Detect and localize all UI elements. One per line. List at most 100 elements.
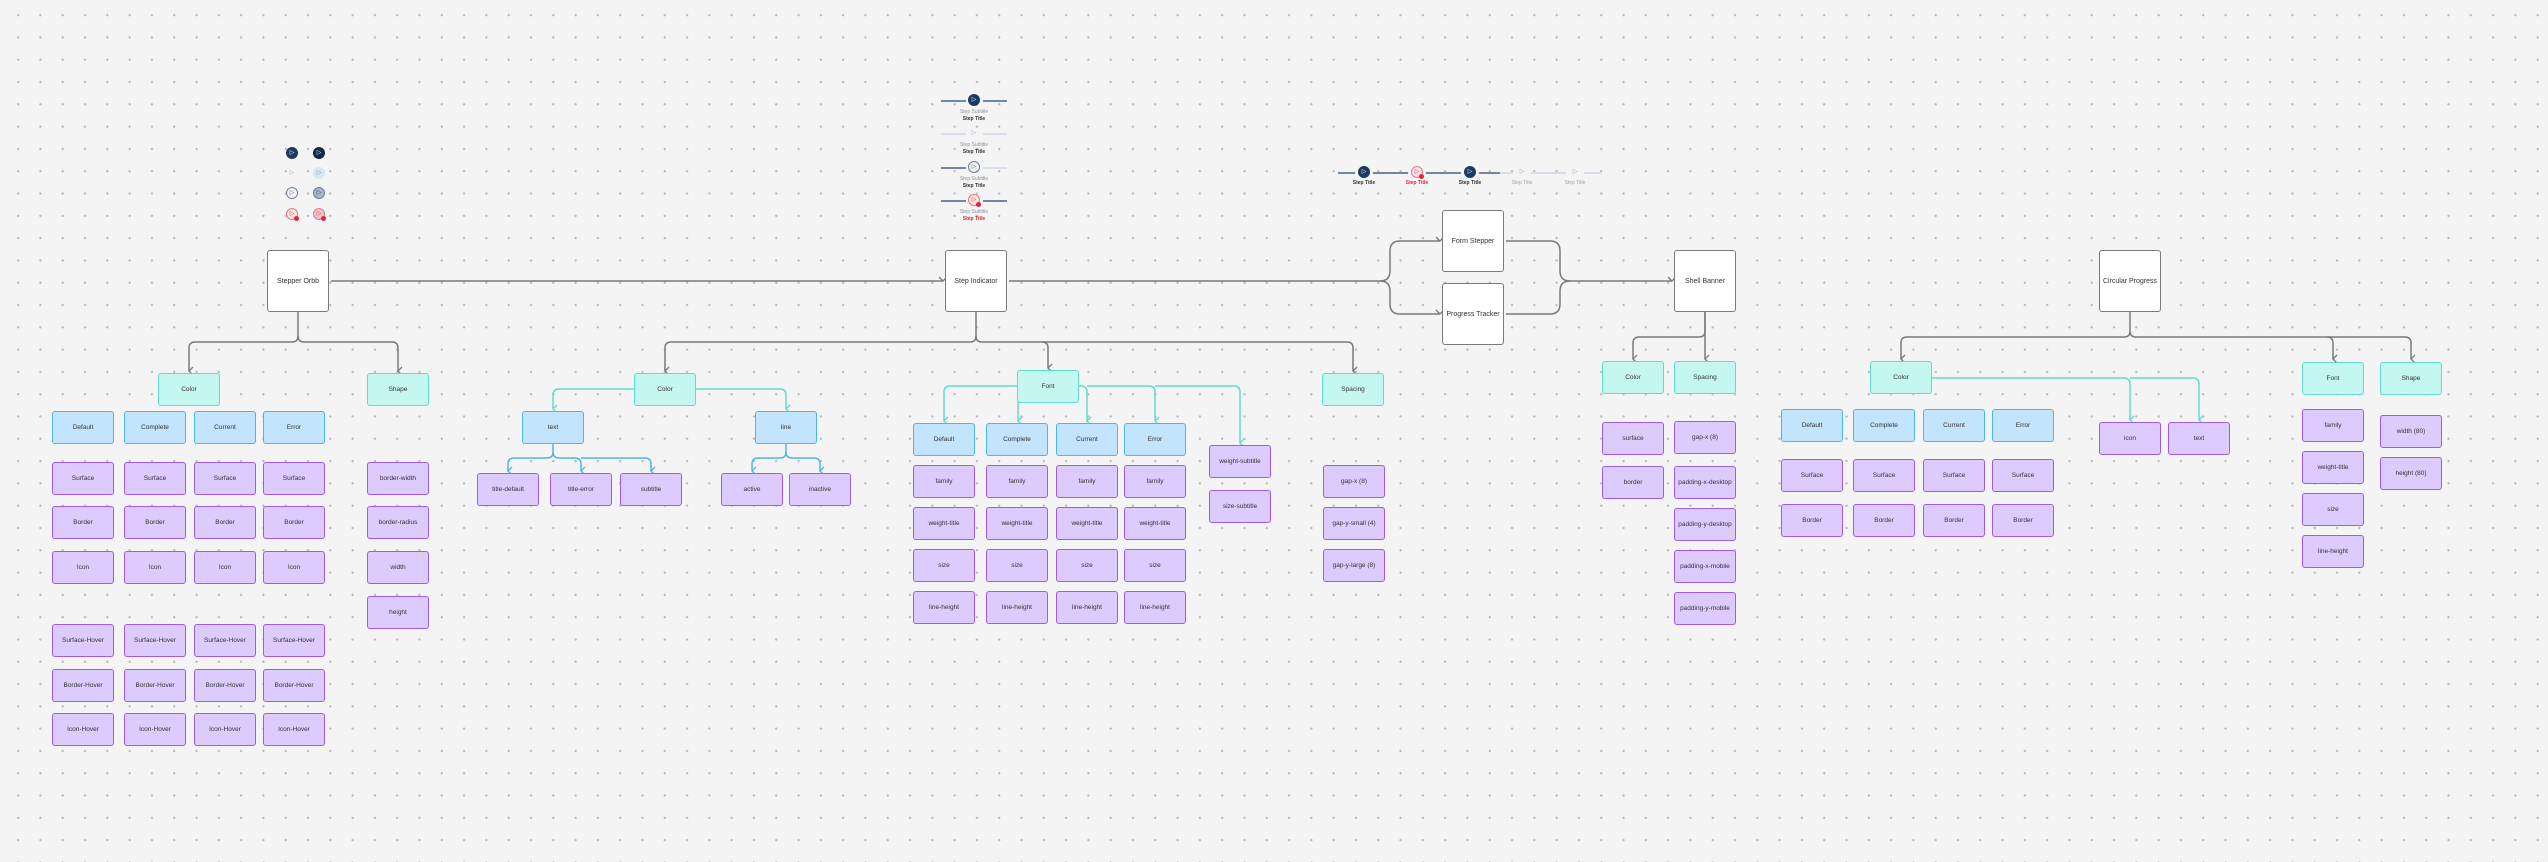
circular-font-token[interactable]: family bbox=[2302, 409, 2364, 442]
color-token[interactable]: Surface bbox=[52, 462, 114, 495]
text-color-token[interactable]: subtitle bbox=[620, 473, 682, 506]
hover-token[interactable]: Icon-Hover bbox=[124, 713, 186, 746]
text-color-token[interactable]: title-error bbox=[550, 473, 612, 506]
font-token[interactable]: size bbox=[1124, 549, 1186, 582]
circular-color-token[interactable]: Surface bbox=[1923, 459, 1985, 492]
font-token[interactable]: weight-title bbox=[1124, 507, 1186, 540]
shell-color-token[interactable]: surface bbox=[1602, 422, 1664, 455]
hover-token[interactable]: Border-Hover bbox=[263, 669, 325, 702]
circular-font-token[interactable]: weight-title bbox=[2302, 451, 2364, 484]
shell-spacing-token[interactable]: padding-x-desktop bbox=[1674, 466, 1736, 499]
node-step-indicator[interactable]: Step Indicator bbox=[945, 250, 1007, 312]
color-token[interactable]: Border bbox=[124, 506, 186, 539]
circular-color-token[interactable]: Border bbox=[1992, 504, 2054, 537]
color-token[interactable]: Surface bbox=[194, 462, 256, 495]
color-token[interactable]: Icon bbox=[194, 551, 256, 584]
shell-spacing-token[interactable]: padding-y-mobile bbox=[1674, 592, 1736, 625]
font-token[interactable]: family bbox=[1124, 465, 1186, 498]
circular-color-token[interactable]: Surface bbox=[1781, 459, 1843, 492]
circular-color-token[interactable]: Surface bbox=[1853, 459, 1915, 492]
line-color-token[interactable]: inactive bbox=[789, 473, 851, 506]
font-token[interactable]: family bbox=[913, 465, 975, 498]
hover-token[interactable]: Surface-Hover bbox=[124, 624, 186, 657]
hover-token[interactable]: Border-Hover bbox=[124, 669, 186, 702]
node-circular-progress[interactable]: Circular Progress bbox=[2099, 250, 2161, 312]
circular-shape-token[interactable]: width (80) bbox=[2380, 415, 2442, 448]
circular-state-header[interactable]: Complete bbox=[1853, 409, 1915, 442]
color-token[interactable]: Border bbox=[52, 506, 114, 539]
color-token[interactable]: Icon bbox=[52, 551, 114, 584]
circular-state-header[interactable]: Default bbox=[1781, 409, 1843, 442]
font-token[interactable]: family bbox=[986, 465, 1048, 498]
shape-token[interactable]: width bbox=[367, 551, 429, 584]
font-token[interactable]: family bbox=[1056, 465, 1118, 498]
color-text-group[interactable]: text bbox=[522, 411, 584, 444]
state-header[interactable]: Complete bbox=[124, 411, 186, 444]
font-state-header[interactable]: Default bbox=[913, 423, 975, 456]
color-line-group[interactable]: line bbox=[755, 411, 817, 444]
state-header[interactable]: Error bbox=[263, 411, 325, 444]
font-state-header[interactable]: Current bbox=[1056, 423, 1118, 456]
color-token[interactable]: Border bbox=[194, 506, 256, 539]
circular-color-token[interactable]: Border bbox=[1923, 504, 1985, 537]
shell-banner-color[interactable]: Color bbox=[1602, 361, 1664, 394]
circular-color-token[interactable]: Border bbox=[1781, 504, 1843, 537]
circular-extra-token[interactable]: icon bbox=[2099, 422, 2161, 455]
stepper-orbb-color[interactable]: Color bbox=[158, 373, 220, 406]
font-token[interactable]: weight-title bbox=[986, 507, 1048, 540]
circular-state-header[interactable]: Current bbox=[1923, 409, 1985, 442]
font-token[interactable]: line-height bbox=[1056, 591, 1118, 624]
circular-extra-token[interactable]: text bbox=[2168, 422, 2230, 455]
node-stepper-orbb[interactable]: Stepper Orbb bbox=[267, 250, 329, 312]
text-color-token[interactable]: title-default bbox=[477, 473, 539, 506]
circular-font-token[interactable]: line-height bbox=[2302, 535, 2364, 568]
font-state-header[interactable]: Error bbox=[1124, 423, 1186, 456]
state-header[interactable]: Default bbox=[52, 411, 114, 444]
subtitle-font-token[interactable]: weight-subtitle bbox=[1209, 445, 1271, 478]
hover-token[interactable]: Surface-Hover bbox=[263, 624, 325, 657]
hover-token[interactable]: Surface-Hover bbox=[52, 624, 114, 657]
color-token[interactable]: Border bbox=[263, 506, 325, 539]
font-token[interactable]: size bbox=[1056, 549, 1118, 582]
shell-banner-spacing[interactable]: Spacing bbox=[1674, 361, 1736, 394]
hover-token[interactable]: Icon-Hover bbox=[194, 713, 256, 746]
font-state-header[interactable]: Complete bbox=[986, 423, 1048, 456]
shell-spacing-token[interactable]: gap-x (8) bbox=[1674, 421, 1736, 454]
node-form-stepper[interactable]: Form Stepper bbox=[1442, 210, 1504, 272]
circular-font[interactable]: Font bbox=[2302, 362, 2364, 395]
state-header[interactable]: Current bbox=[194, 411, 256, 444]
line-color-token[interactable]: active bbox=[721, 473, 783, 506]
circular-color-token[interactable]: Border bbox=[1853, 504, 1915, 537]
shell-spacing-token[interactable]: padding-y-desktop bbox=[1674, 508, 1736, 541]
shape-token[interactable]: border-width bbox=[367, 462, 429, 495]
color-token[interactable]: Surface bbox=[124, 462, 186, 495]
shape-token[interactable]: height bbox=[367, 596, 429, 629]
circular-state-header[interactable]: Error bbox=[1992, 409, 2054, 442]
color-token[interactable]: Icon bbox=[263, 551, 325, 584]
subtitle-font-token[interactable]: size-subtitle bbox=[1209, 490, 1271, 523]
circular-color[interactable]: Color bbox=[1870, 361, 1932, 394]
hover-token[interactable]: Icon-Hover bbox=[263, 713, 325, 746]
spacing-token[interactable]: gap-y-small (4) bbox=[1323, 507, 1385, 540]
hover-token[interactable]: Icon-Hover bbox=[52, 713, 114, 746]
step-indicator-color[interactable]: Color bbox=[634, 373, 696, 406]
hover-token[interactable]: Border-Hover bbox=[194, 669, 256, 702]
step-indicator-font[interactable]: Font bbox=[1017, 370, 1079, 403]
hover-token[interactable]: Surface-Hover bbox=[194, 624, 256, 657]
node-progress-tracker[interactable]: Progress Tracker bbox=[1442, 283, 1504, 345]
spacing-token[interactable]: gap-x (8) bbox=[1323, 465, 1385, 498]
circular-shape[interactable]: Shape bbox=[2380, 362, 2442, 395]
circular-shape-token[interactable]: height (80) bbox=[2380, 457, 2442, 490]
node-shell-banner[interactable]: Shell Banner bbox=[1674, 250, 1736, 312]
hover-token[interactable]: Border-Hover bbox=[52, 669, 114, 702]
shell-spacing-token[interactable]: padding-x-mobile bbox=[1674, 550, 1736, 583]
font-token[interactable]: line-height bbox=[913, 591, 975, 624]
font-token[interactable]: size bbox=[913, 549, 975, 582]
color-token[interactable]: Icon bbox=[124, 551, 186, 584]
font-token[interactable]: weight-title bbox=[1056, 507, 1118, 540]
font-token[interactable]: line-height bbox=[986, 591, 1048, 624]
step-indicator-spacing[interactable]: Spacing bbox=[1322, 373, 1384, 406]
font-token[interactable]: size bbox=[986, 549, 1048, 582]
circular-font-token[interactable]: size bbox=[2302, 493, 2364, 526]
spacing-token[interactable]: gap-y-large (8) bbox=[1323, 549, 1385, 582]
